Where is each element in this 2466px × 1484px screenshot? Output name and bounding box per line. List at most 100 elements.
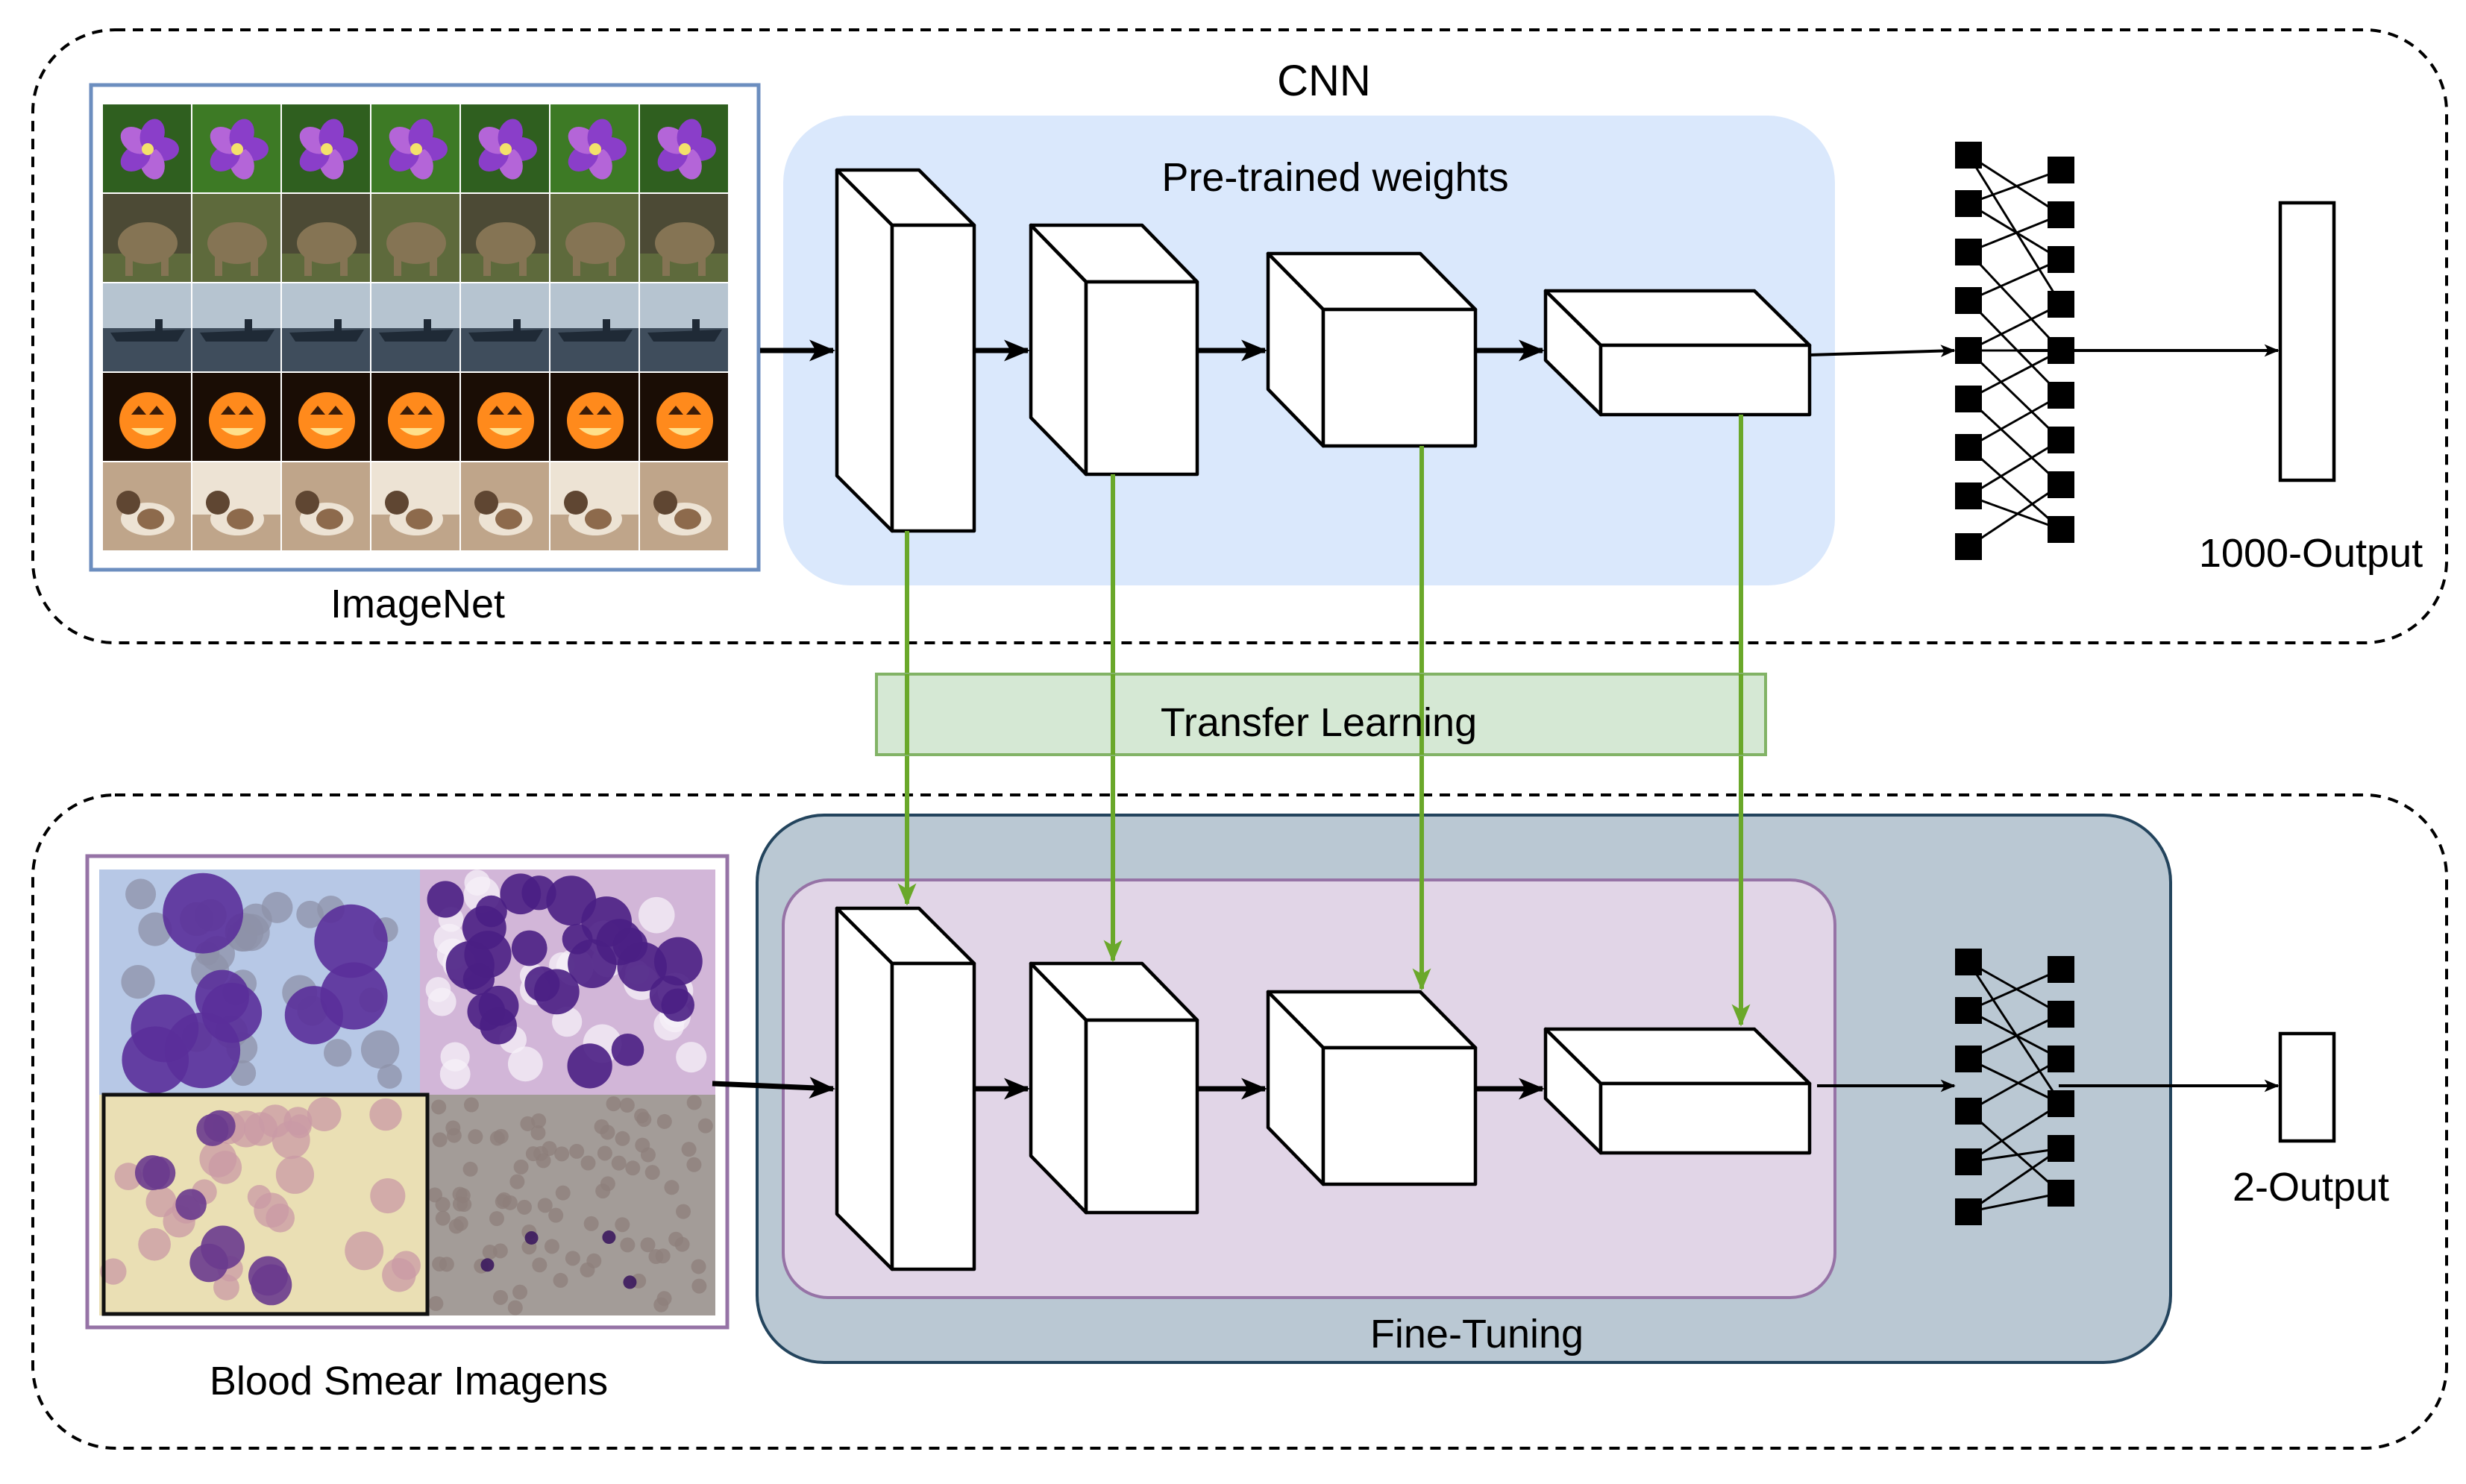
imagenet-thumbnail-dogs [371,462,459,550]
fc-connection [1968,1102,2062,1163]
fc-connection [1968,446,2062,531]
imagenet-thumbnail-elephants [550,194,639,282]
bottom-conv-block-1 [835,906,976,1271]
fc-neuron-right [2048,427,2074,453]
imagenet-thumbnail-purple-flowers [461,104,549,192]
fc-connection [1968,1147,2062,1213]
fc-connection [1968,483,2062,548]
fc-neuron-left [1955,287,1982,314]
fc-neuron-right [2048,291,2074,318]
fc-neuron-right [2048,1180,2074,1207]
top-conv-block-1 [835,168,976,533]
fc-neuron-left [1955,239,1982,265]
fc-neuron-right [2048,1090,2074,1117]
blood-smear-image-grid [99,870,715,1316]
imagenet-thumbnail-purple-flowers [371,104,459,192]
top-output-box [2278,201,2336,482]
imagenet-thumbnail-aircraft-carriers [282,283,370,371]
fc-neuron-left [1955,1198,1982,1225]
top-output-label: 1000-Output [2199,531,2423,576]
imagenet-thumbnail-dogs [103,462,191,550]
imagenet-thumbnail-elephants [640,194,728,282]
fc-neuron-right [2048,1046,2074,1072]
imagenet-thumbnail-dogs [640,462,728,550]
fc-connection [1968,213,2062,254]
fc-neuron-right [2048,157,2074,183]
micrograph-bottom-left [99,1095,427,1315]
imagenet-thumbnail-aircraft-carriers [461,283,549,371]
fc-connection [1968,202,2062,261]
fc-neuron-right [2048,382,2074,409]
fc-neuron-left [1955,142,1982,169]
top-conv-block-2 [1029,223,1199,477]
fc-neuron-left [1955,337,1982,364]
bottom-output-label: 2-Output [2233,1165,2389,1210]
fc-connection [1967,961,2062,1104]
imagenet-thumbnail-purple-flowers [282,104,370,192]
fc-connection [1968,1057,2062,1113]
imagenet-thumbnail-purple-flowers [103,104,191,192]
imagenet-thumbnail-dogs [461,462,549,550]
pretrained-weights-label: Pre-trained weights [1161,155,1508,200]
imagenet-thumbnail-elephants [192,194,280,282]
arrow-top-block4-to-dense [1809,345,1956,357]
fc-connection [1968,1147,2062,1163]
micrograph-top-left [99,870,420,1095]
top-conv-block-4 [1543,289,1812,417]
fc-connection [1968,394,2062,449]
fc-connection [1967,397,2062,486]
fc-connection [1968,494,2062,531]
top-conv-block-3 [1266,251,1478,448]
transfer-learning-box [875,673,1767,756]
imagenet-thumbnail-aircraft-carriers [550,283,639,371]
fc-connection [1968,960,2062,1016]
top-fully-connected-layer [1955,142,2074,560]
fc-neuron-right [2048,1001,2074,1028]
fc-connection [1968,1057,2062,1105]
imagenet-thumbnail-jack-o-lanterns [550,373,639,461]
cnn-title: CNN [1277,57,1371,105]
imagenet-thumbnail-elephants [103,194,191,282]
fc-neuron-left [1955,1046,1982,1072]
bottom-fully-connected-layer [1955,949,2074,1225]
fc-connection [1968,154,2062,216]
imagenet-thumbnail-jack-o-lanterns [282,373,370,461]
imagenet-thumbnail-aircraft-carriers [640,283,728,371]
fc-neuron-left [1955,190,1982,217]
fc-neuron-right [2048,201,2074,228]
fc-neuron-left [1955,1148,1982,1175]
imagenet-thumbnail-jack-o-lanterns [371,373,459,461]
fc-connection [1967,349,2062,441]
imagenet-thumbnail-purple-flowers [550,104,639,192]
fc-neuron-left [1955,533,1982,560]
imagenet-thumbnail-jack-o-lanterns [192,373,280,461]
fc-connection [1968,258,2062,302]
fc-connection [1968,349,2062,400]
fc-connection [1968,303,2062,352]
imagenet-thumbnail-jack-o-lanterns [103,373,191,461]
imagenet-label: ImageNet [330,582,505,626]
imagenet-thumbnail-purple-flowers [640,104,728,192]
fc-neuron-right [2048,516,2074,543]
imagenet-image-grid [103,104,728,550]
fc-neuron-right [2048,471,2074,498]
imagenet-thumbnail-aircraft-carriers [371,283,459,371]
fc-neuron-left [1955,949,1982,975]
top-region-dashed-border [31,28,2448,644]
fc-neuron-left [1955,434,1982,461]
imagenet-thumbnail-purple-flowers [192,104,280,192]
fc-neuron-right [2048,1135,2074,1162]
imagenet-thumbnail-dogs [192,462,280,550]
imagenet-thumbnail-jack-o-lanterns [640,373,728,461]
bottom-conv-block-3 [1266,990,1478,1186]
bottom-conv-block-4 [1543,1027,1812,1155]
bottom-output-box [2278,1031,2336,1143]
micrograph-bottom-left-border [101,1092,430,1316]
fc-connection [1968,1192,2062,1213]
fc-connection [1967,154,2062,305]
imagenet-thumbnail-aircraft-carriers [192,283,280,371]
micrograph-bottom-right [427,1095,715,1315]
blood-smear-label: Blood Smear Imagens [210,1359,608,1403]
fc-connection [1967,299,2062,397]
